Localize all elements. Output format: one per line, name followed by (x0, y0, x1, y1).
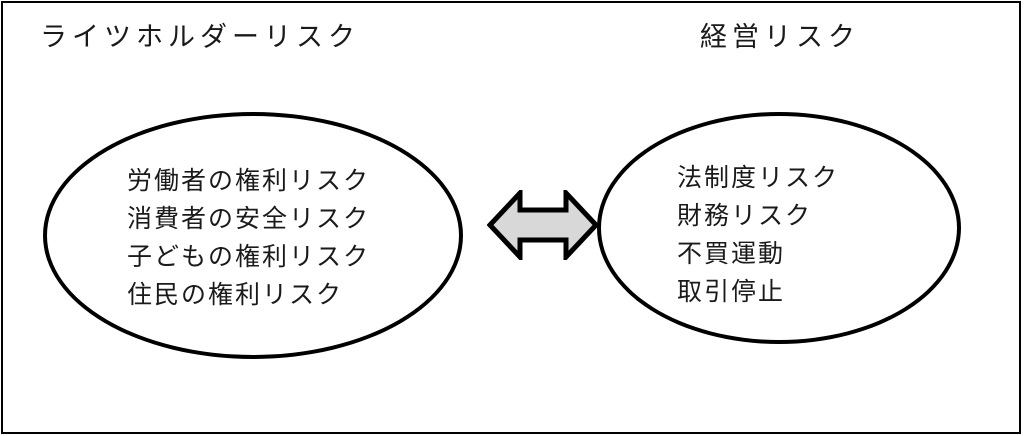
list-item: 不買運動 (677, 241, 786, 268)
list-item: 財務リスク (677, 203, 813, 230)
list-item: 法制度リスク (677, 165, 840, 192)
list-item: 取引停止 (677, 279, 786, 306)
double-headed-arrow-icon (486, 186, 600, 264)
right-section-title: 経営リスク (700, 22, 860, 52)
left-section-title: ライツホルダーリスク (40, 22, 360, 52)
list-item: 住民の権利リスク (127, 282, 344, 309)
double-arrow-shape (486, 186, 600, 264)
management-risk-list: 法制度リスク 財務リスク 不買運動 取引停止 (677, 160, 839, 312)
management-risk-ellipse (597, 112, 961, 344)
list-item: 子どもの権利リスク (127, 244, 371, 271)
list-item: 消費者の安全リスク (127, 206, 371, 233)
rightsholder-risk-ellipse (43, 112, 463, 359)
list-item: 労働者の権利リスク (127, 168, 371, 195)
rightsholder-risk-list: 労働者の権利リスク 消費者の安全リスク 子どもの権利リスク 住民の権利リスク (127, 163, 370, 315)
